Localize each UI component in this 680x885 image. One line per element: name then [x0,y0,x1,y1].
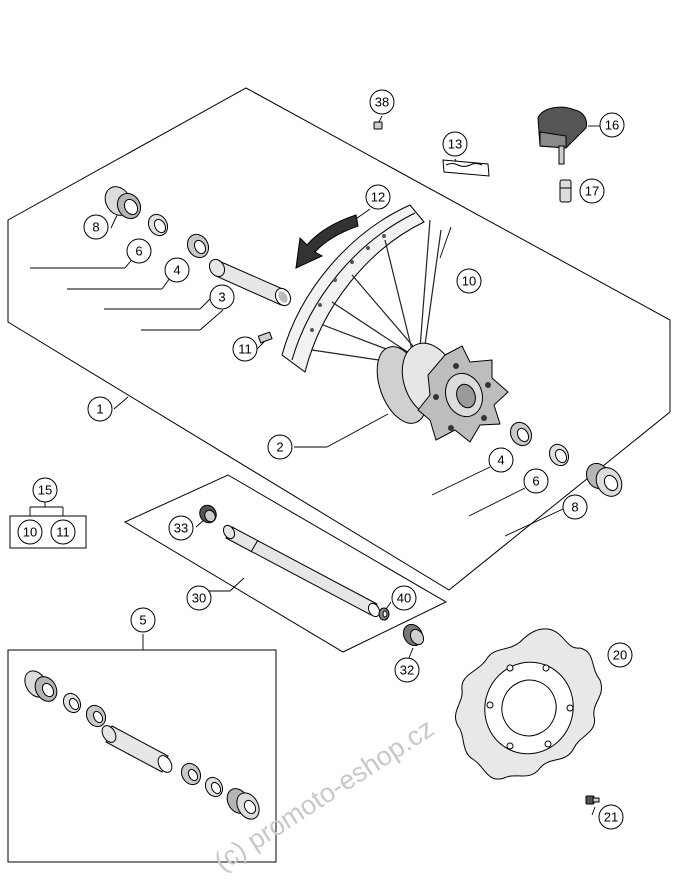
svg-text:11: 11 [56,525,70,540]
svg-text:2: 2 [276,440,283,455]
axle-nut-33 [199,504,217,524]
axle [222,524,381,618]
svg-text:16: 16 [605,118,619,133]
svg-text:4: 4 [497,453,504,468]
spokes [311,219,442,366]
right-ring-6 [548,443,570,467]
axle-subframe [123,474,448,653]
svg-text:6: 6 [135,244,142,259]
rim-lock-nut [559,179,572,203]
svg-text:10: 10 [462,274,476,289]
left-seal-8 [104,186,142,220]
callout-11-kit: 11 [50,519,76,545]
svg-text:21: 21 [604,810,618,825]
callout-21: 21 [598,804,624,830]
callout-8-left: 8 [83,214,109,240]
callout-6-right: 6 [523,468,549,494]
right-bearing-4 [509,421,533,447]
svg-text:11: 11 [238,342,252,357]
svg-text:32: 32 [400,663,414,678]
callout-32: 32 [394,657,420,683]
callout-10-kit: 10 [17,519,43,545]
leader-lines [29,115,600,816]
rim [281,204,425,373]
spoke-nipple [257,331,273,344]
right-seal-8 [585,462,623,497]
washer-40 [378,607,390,621]
svg-text:4: 4 [173,263,180,278]
svg-text:12: 12 [371,190,385,205]
svg-text:40: 40 [397,591,411,606]
callout-6-left: 6 [126,238,152,264]
rim-tape [442,159,490,177]
kit-bearing-right [180,762,202,786]
left-bearing-4 [186,233,210,259]
svg-text:30: 30 [192,591,206,606]
kit-bearing-left [85,704,107,728]
callout-11: 11 [232,336,258,362]
rotation-arrow [295,214,359,269]
bearing-kit-box [7,649,277,863]
svg-text:10: 10 [23,525,37,540]
svg-text:33: 33 [174,521,188,536]
spoke-kit-box [9,515,87,549]
callout-8-right: 8 [562,494,588,520]
svg-text:6: 6 [532,474,539,489]
callout-10: 10 [456,268,482,294]
callout-40: 40 [391,585,417,611]
callout-4-left: 4 [164,257,190,283]
kit-ring-left [62,692,82,714]
svg-text:17: 17 [585,184,599,199]
wheel-assembly-frame [7,87,671,591]
axle-nut-32 [402,623,425,647]
kit-ring-right [204,776,224,798]
kit-seal-left [24,670,58,702]
callout-4-right: 4 [488,447,514,473]
callout-12: 12 [365,184,391,210]
kit-seal-right [226,788,260,820]
brake-disc [455,628,602,780]
kit-spacer-tube [101,725,173,773]
svg-text:13: 13 [448,137,462,152]
callout-2: 2 [267,434,293,460]
callout-5: 5 [130,607,156,633]
callout-30: 30 [186,585,212,611]
callout-38: 38 [369,89,395,115]
callout-33: 33 [168,515,194,541]
svg-text:20: 20 [613,648,627,663]
svg-text:38: 38 [375,95,389,110]
hub [376,342,509,443]
parts-layer [24,106,623,820]
svg-text:3: 3 [218,290,225,305]
callout-3: 3 [209,284,235,310]
callout-17: 17 [579,178,605,204]
svg-text:15: 15 [38,483,52,498]
callout-15: 15 [32,477,58,503]
spacer-tube [208,258,292,307]
rim-lock [537,106,587,165]
callout-16: 16 [599,112,625,138]
callout-20: 20 [607,642,633,668]
svg-text:8: 8 [571,500,578,515]
callout-1: 1 [87,396,113,422]
disc-bolt [585,795,600,805]
left-ring-6 [147,213,169,237]
svg-text:5: 5 [139,613,146,628]
callout-13: 13 [442,131,468,157]
svg-text:8: 8 [92,220,99,235]
valve-cap [373,121,383,130]
svg-text:1: 1 [96,402,103,417]
